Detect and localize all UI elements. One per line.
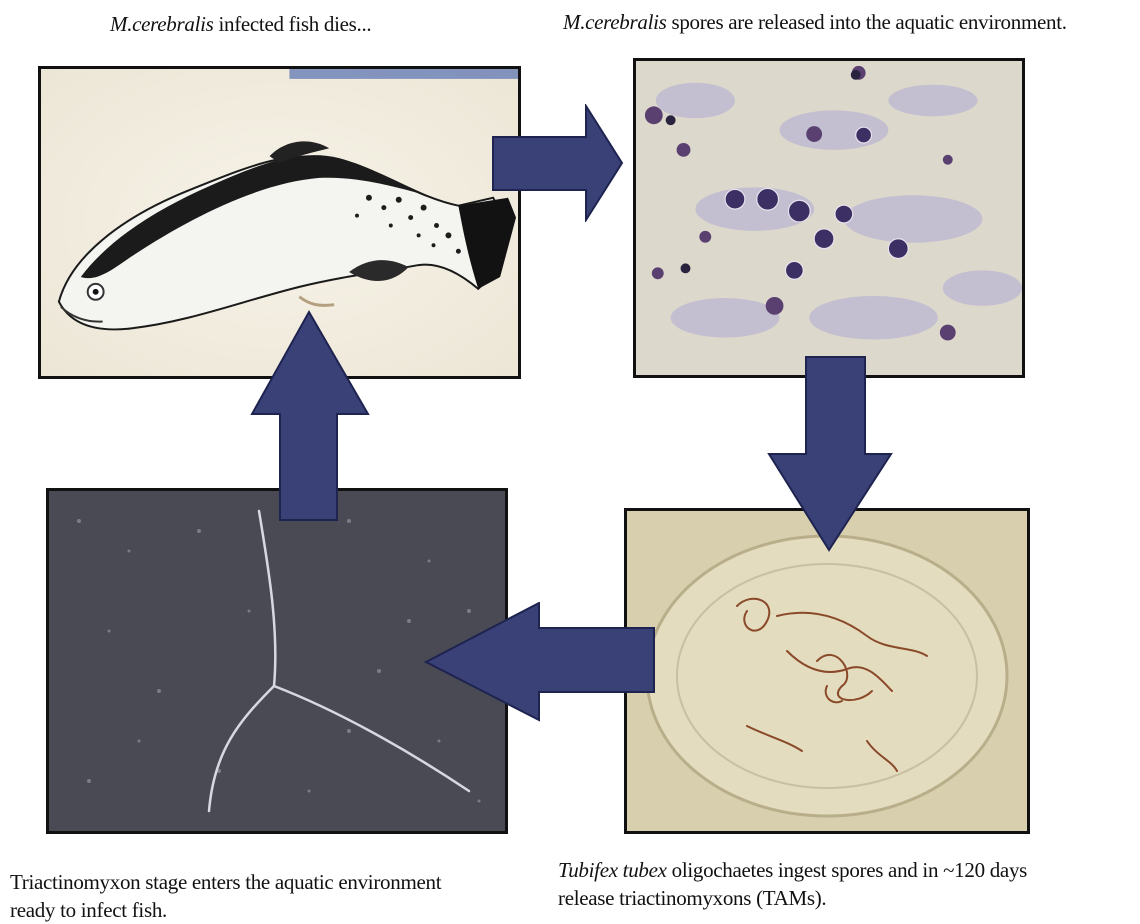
arrow-left-icon (424, 602, 656, 722)
caption-spores-released: M.cerebralis spores are released into th… (563, 8, 1067, 36)
tubifex-worms-photo (624, 508, 1030, 834)
caption-tubifex-ingest-line2: release triactinomyxons (TAMs). (558, 884, 1118, 912)
caption-fish-dies-species: M.cerebralis (110, 12, 214, 36)
tubifex-worms-dish (627, 511, 1027, 831)
arrow-up-icon (250, 310, 370, 522)
caption-spores-released-species: M.cerebralis (563, 10, 667, 34)
caption-fish-dies-text: infected fish dies... (214, 12, 372, 36)
caption-tam-enters-line1: Triactinomyxon stage enters the aquatic … (10, 868, 510, 896)
caption-tubifex-ingest: Tubifex tubex oligochaetes ingest spores… (558, 856, 1118, 912)
caption-tam-enters-line2: ready to infect fish. (10, 896, 510, 924)
arrow-right-icon (492, 104, 624, 222)
caption-fish-dies: M.cerebralis infected fish dies... (110, 10, 371, 38)
arrow-down-icon (767, 356, 893, 552)
spores-photo (633, 58, 1025, 378)
caption-spores-released-text: spores are released into the aquatic env… (667, 10, 1067, 34)
caption-tam-enters: Triactinomyxon stage enters the aquatic … (10, 868, 510, 924)
spores-micrograph (636, 61, 1022, 375)
caption-tubifex-species: Tubifex tubex (558, 858, 667, 882)
caption-tubifex-ingest-line1: Tubifex tubex oligochaetes ingest spores… (558, 856, 1118, 884)
caption-tubifex-ingest-rest: oligochaetes ingest spores and in ~120 d… (667, 858, 1027, 882)
